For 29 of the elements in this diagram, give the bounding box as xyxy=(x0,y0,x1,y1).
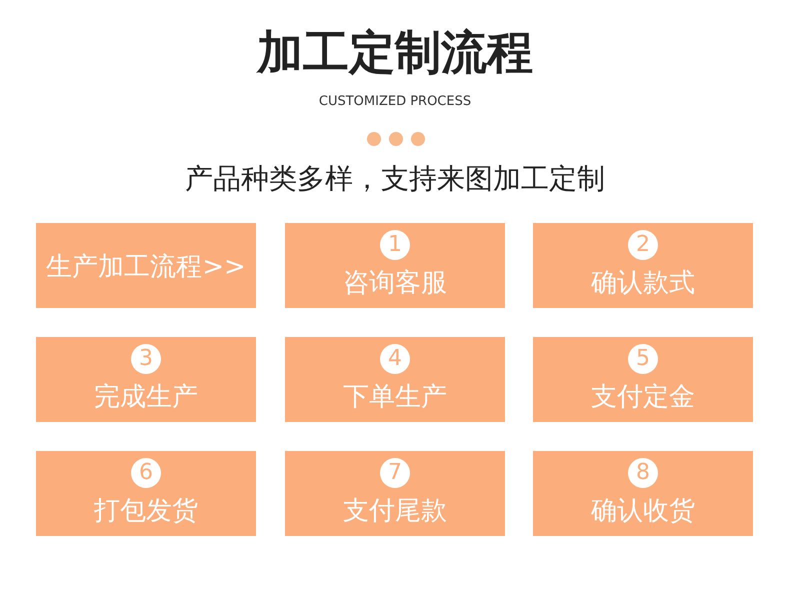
step-card xyxy=(36,337,256,422)
step-label: 确认款式 xyxy=(590,267,696,300)
step-card xyxy=(533,451,753,536)
step-label: 确认收货 xyxy=(590,495,696,528)
step-label: 下单生产 xyxy=(342,381,448,414)
step-number: 7 xyxy=(380,458,410,488)
step-label: 完成生产 xyxy=(93,381,199,414)
step-card xyxy=(36,451,256,536)
subtitle: CUSTOMIZED PROCESS xyxy=(318,94,472,109)
step-card xyxy=(533,337,753,422)
step-number: 6 xyxy=(131,458,161,488)
step-label: 咨询客服 xyxy=(342,267,448,300)
step-label: 支付尾款 xyxy=(342,495,448,528)
step-label: 生产加工流程>> xyxy=(45,251,247,284)
step-number: 5 xyxy=(628,344,658,374)
step-label: 打包发货 xyxy=(93,495,199,528)
subtitle: 产品种类多样，支持来图加工定制 xyxy=(184,161,606,197)
step-number: 2 xyxy=(628,230,658,260)
step-number: 1 xyxy=(380,230,410,260)
step-number: 4 xyxy=(380,344,410,374)
step-number: 3 xyxy=(131,344,161,374)
step-card xyxy=(533,223,753,308)
step-label: 支付定金 xyxy=(590,381,696,414)
step-card xyxy=(285,451,505,536)
step-number: 8 xyxy=(628,458,658,488)
step-card xyxy=(36,223,256,308)
step-card xyxy=(285,223,505,308)
title: 加工定制流程 xyxy=(255,24,534,81)
step-card xyxy=(285,337,505,422)
